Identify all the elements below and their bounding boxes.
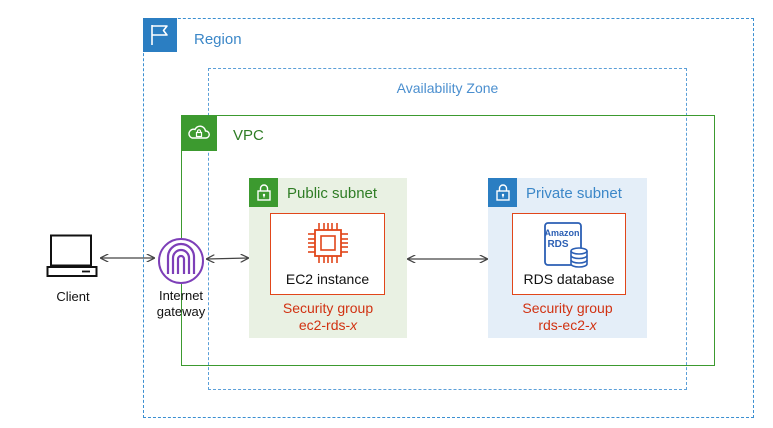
internet-gateway-label: Internet gateway bbox=[146, 288, 216, 320]
availability-zone-label: Availability Zone bbox=[208, 80, 687, 96]
ec2-security-group-name-suffix: x bbox=[350, 317, 358, 333]
flag-icon bbox=[151, 25, 168, 45]
region-boundary bbox=[143, 18, 754, 418]
rds-security-group-name-prefix: rds-ec2- bbox=[538, 317, 590, 333]
cloud-lock-icon bbox=[188, 125, 210, 139]
private-subnet-badge bbox=[488, 178, 517, 207]
ec2-instance-label: EC2 instance bbox=[285, 271, 370, 287]
internet-gateway-label-line2: gateway bbox=[156, 304, 206, 319]
rds-icon-text-amazon: Amazon bbox=[544, 228, 579, 238]
rds-security-group-name-suffix: x bbox=[589, 317, 597, 333]
private-subnet-label: Private subnet bbox=[526, 185, 622, 202]
region-label: Region bbox=[194, 31, 242, 48]
client-label: Client bbox=[56, 289, 90, 304]
rds-database-icon: Amazon RDS bbox=[544, 222, 588, 268]
rds-database-label: RDS database bbox=[523, 271, 615, 287]
ec2-security-group-name: ec2-rds-x bbox=[249, 317, 407, 334]
rds-security-group-name: rds-ec2-x bbox=[488, 317, 647, 334]
vpc-label: VPC bbox=[233, 127, 264, 144]
ec2-security-group-name-prefix: ec2-rds- bbox=[298, 317, 351, 333]
ec2-security-group: Security group ec2-rds-x bbox=[249, 300, 407, 334]
public-subnet-badge bbox=[249, 178, 278, 207]
client-computer-icon bbox=[46, 234, 98, 277]
public-subnet-label: Public subnet bbox=[287, 185, 378, 202]
internet-gateway-icon bbox=[158, 238, 204, 284]
rds-icon-text-rds: RDS bbox=[547, 239, 568, 250]
lock-icon bbox=[496, 184, 510, 201]
arrow-gateway-ec2 bbox=[207, 258, 248, 259]
rds-security-group: Security group rds-ec2-x bbox=[488, 300, 647, 334]
lock-icon bbox=[257, 184, 271, 201]
ec2-instance-box bbox=[270, 213, 385, 295]
internet-gateway-label-line1: Internet bbox=[158, 288, 204, 303]
ec2-security-group-title: Security group bbox=[282, 300, 374, 316]
rds-security-group-title: Security group bbox=[522, 300, 613, 316]
region-badge bbox=[143, 18, 177, 52]
availability-zone-boundary bbox=[208, 68, 687, 390]
availability-zone-label-text: Availability Zone bbox=[396, 80, 499, 96]
vpc-badge bbox=[181, 115, 217, 151]
ec2-chip-icon bbox=[308, 223, 348, 263]
